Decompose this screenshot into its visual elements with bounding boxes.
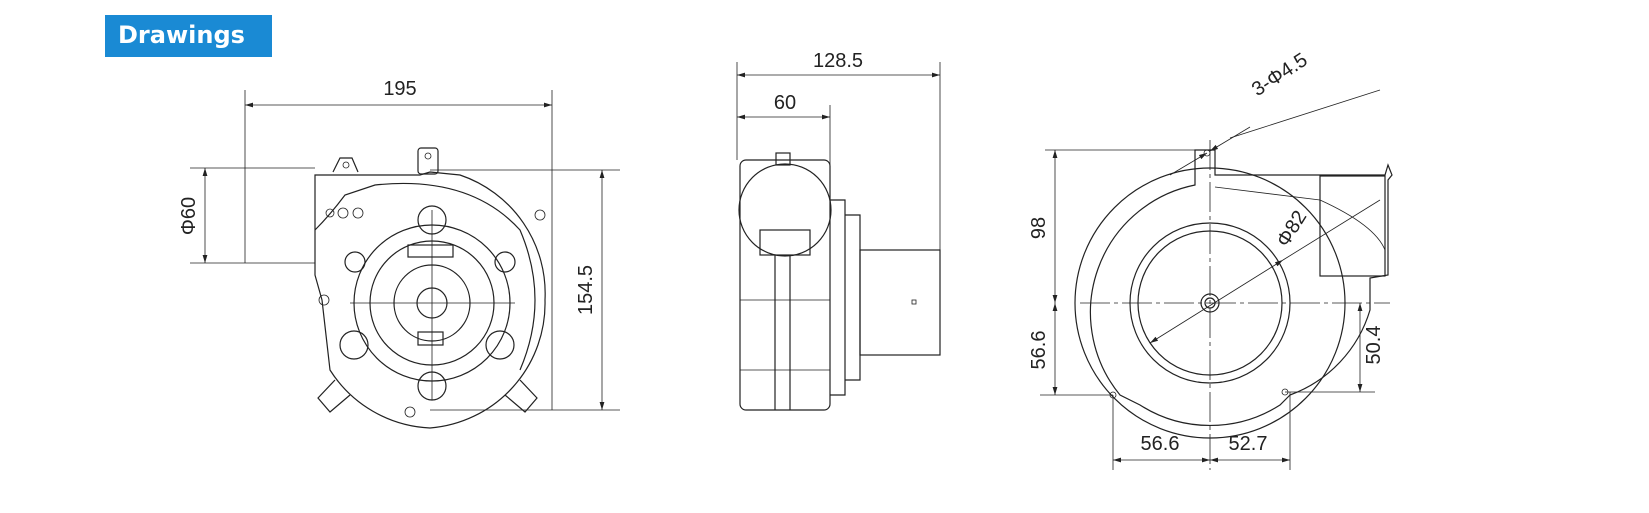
dim-width: 195 — [383, 78, 416, 100]
front-view-outline — [314, 147, 546, 429]
side-dimensions: 128.5 60 — [736, 50, 941, 250]
section-header: Drawings — [105, 15, 272, 57]
dim-center-to-bottom-hole: 56.6 — [1028, 331, 1050, 370]
rear-view-outline — [1074, 140, 1393, 470]
dim-right-hole-horizontal: 52.7 — [1229, 433, 1268, 455]
dim-top-to-center: 98 — [1028, 217, 1050, 239]
rear-dimensions: 3-Φ4.5 Φ82 98 56.6 50.4 56.6 52.7 — [1028, 49, 1385, 470]
front-dimensions: 195 Φ60 154.5 — [178, 78, 620, 411]
dim-right-hole-offset: 50.4 — [1363, 326, 1385, 365]
dim-left-hole-horizontal: 56.6 — [1141, 433, 1180, 455]
dim-overall-depth: 128.5 — [813, 50, 863, 72]
dim-outlet-diameter: Φ60 — [178, 197, 200, 235]
dim-outlet-depth: 60 — [774, 92, 796, 114]
side-view-outline — [738, 152, 941, 411]
dim-mounting-holes: 3-Φ4.5 — [1248, 49, 1312, 101]
dim-height: 154.5 — [575, 265, 597, 315]
front-view: 195 Φ60 154.5 — [178, 78, 620, 429]
side-view: 128.5 60 — [736, 50, 941, 411]
dim-inlet-diameter: Φ82 — [1272, 207, 1311, 251]
rear-view: 3-Φ4.5 Φ82 98 56.6 50.4 56.6 52.7 — [1028, 49, 1393, 470]
